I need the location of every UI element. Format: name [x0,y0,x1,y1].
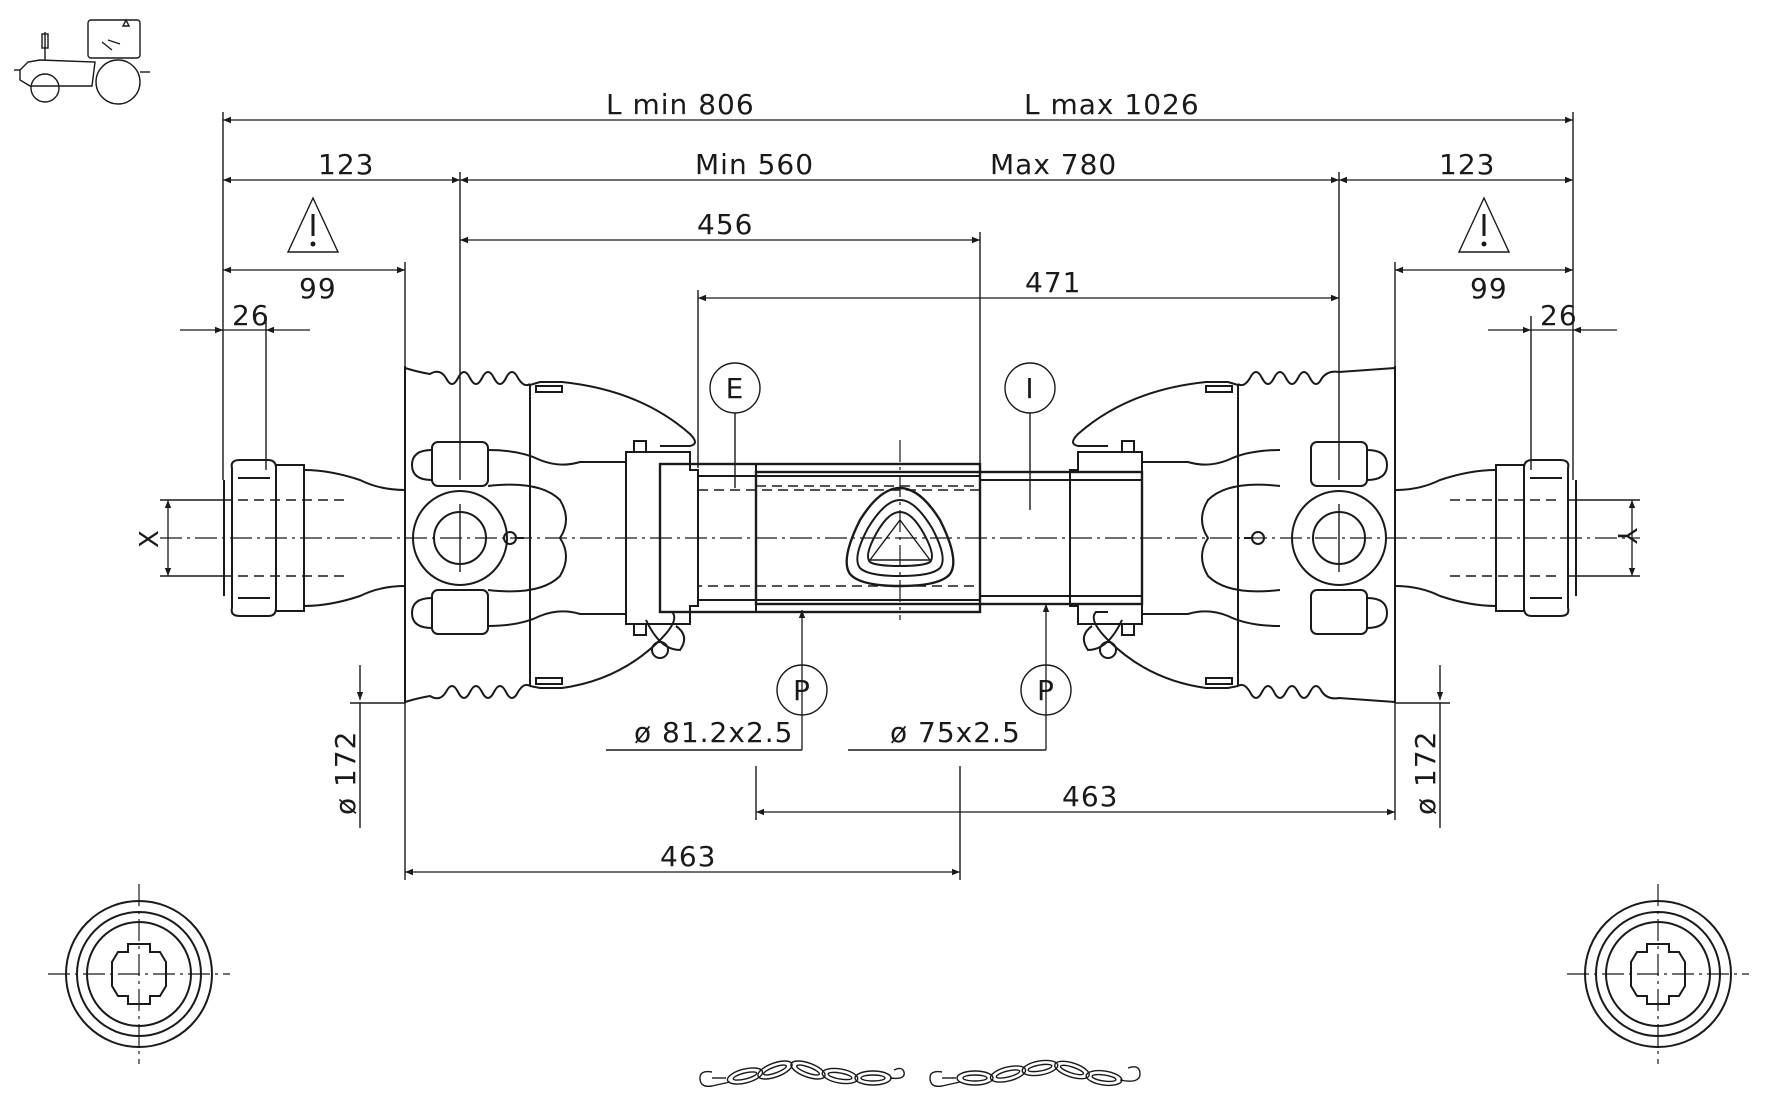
right-end-length: 123 [1439,148,1495,181]
overall-length-dimension: L min 806 L max 1026 [222,88,1574,480]
safety-chain-right [929,1059,1141,1088]
overlap-dimension-right: 463 [755,703,1396,880]
right-guard-diameter-dimension: ø 172 [1395,665,1450,828]
flange-width-dimensions: 26 26 [180,299,1617,470]
inner-tube-callout: I [1025,372,1034,405]
callout-profile-left: P ø 81.2x2.5 [606,610,828,751]
overall-max-label: L max 1026 [1024,88,1200,121]
left-end-view [48,884,230,1064]
tube-min-label: Min 560 [695,148,814,181]
tractor-icon [14,18,150,105]
outer-tube-length-dimension: 456 [460,208,981,600]
left-yoke-assembly [223,366,699,703]
overall-min-label: L min 806 [606,88,755,121]
left-shaft-dimension: X [135,499,232,577]
right-shaft-dimension: Y [1568,499,1641,577]
left-guard-diameter: ø 172 [329,731,362,815]
inner-tube [697,470,1144,606]
profile-callout-right: P [1037,674,1055,707]
section-length-dimension: 123 123 Min 560 Max 780 [223,148,1573,480]
callout-outer-tube: E [709,362,761,488]
right-guard-diameter: ø 172 [1409,731,1442,815]
callout-inner-tube: I [1004,362,1056,510]
left-end-length: 123 [318,148,374,181]
right-end-view [1567,884,1749,1064]
profile-callout-left: P [793,674,811,707]
overlap-right: 463 [1062,780,1118,813]
overlap-dimension-left: 463 [404,703,960,880]
inner-tube-profile: ø 75x2.5 [890,716,1021,749]
tube-max-label: Max 780 [990,148,1117,181]
right-axis-letter: Y [1611,527,1641,544]
outer-tube-callout: E [726,372,745,405]
safety-chain-left [699,1060,905,1088]
right-flange-width: 26 [1540,299,1578,332]
warning-icon-left [286,196,340,253]
left-guard-offset: 99 [299,272,337,305]
callout-profile-right: P ø 75x2.5 [848,604,1072,751]
warning-icon-right [1457,196,1511,253]
left-guard-diameter-dimension: ø 172 [329,665,405,828]
tube-profile-section [845,486,955,588]
inner-tube-length-dimension: 471 [697,266,1339,468]
guard-offset-dimensions: 99 99 [223,262,1573,480]
left-flange-width: 26 [232,299,270,332]
overlap-left: 463 [660,840,716,873]
outer-tube-length: 456 [697,208,753,241]
inner-tube-length: 471 [1025,266,1081,299]
right-yoke-assembly [1069,366,1577,703]
right-guard-offset: 99 [1470,272,1508,305]
left-axis-letter: X [135,530,165,548]
outer-tube-profile: ø 81.2x2.5 [634,716,793,749]
